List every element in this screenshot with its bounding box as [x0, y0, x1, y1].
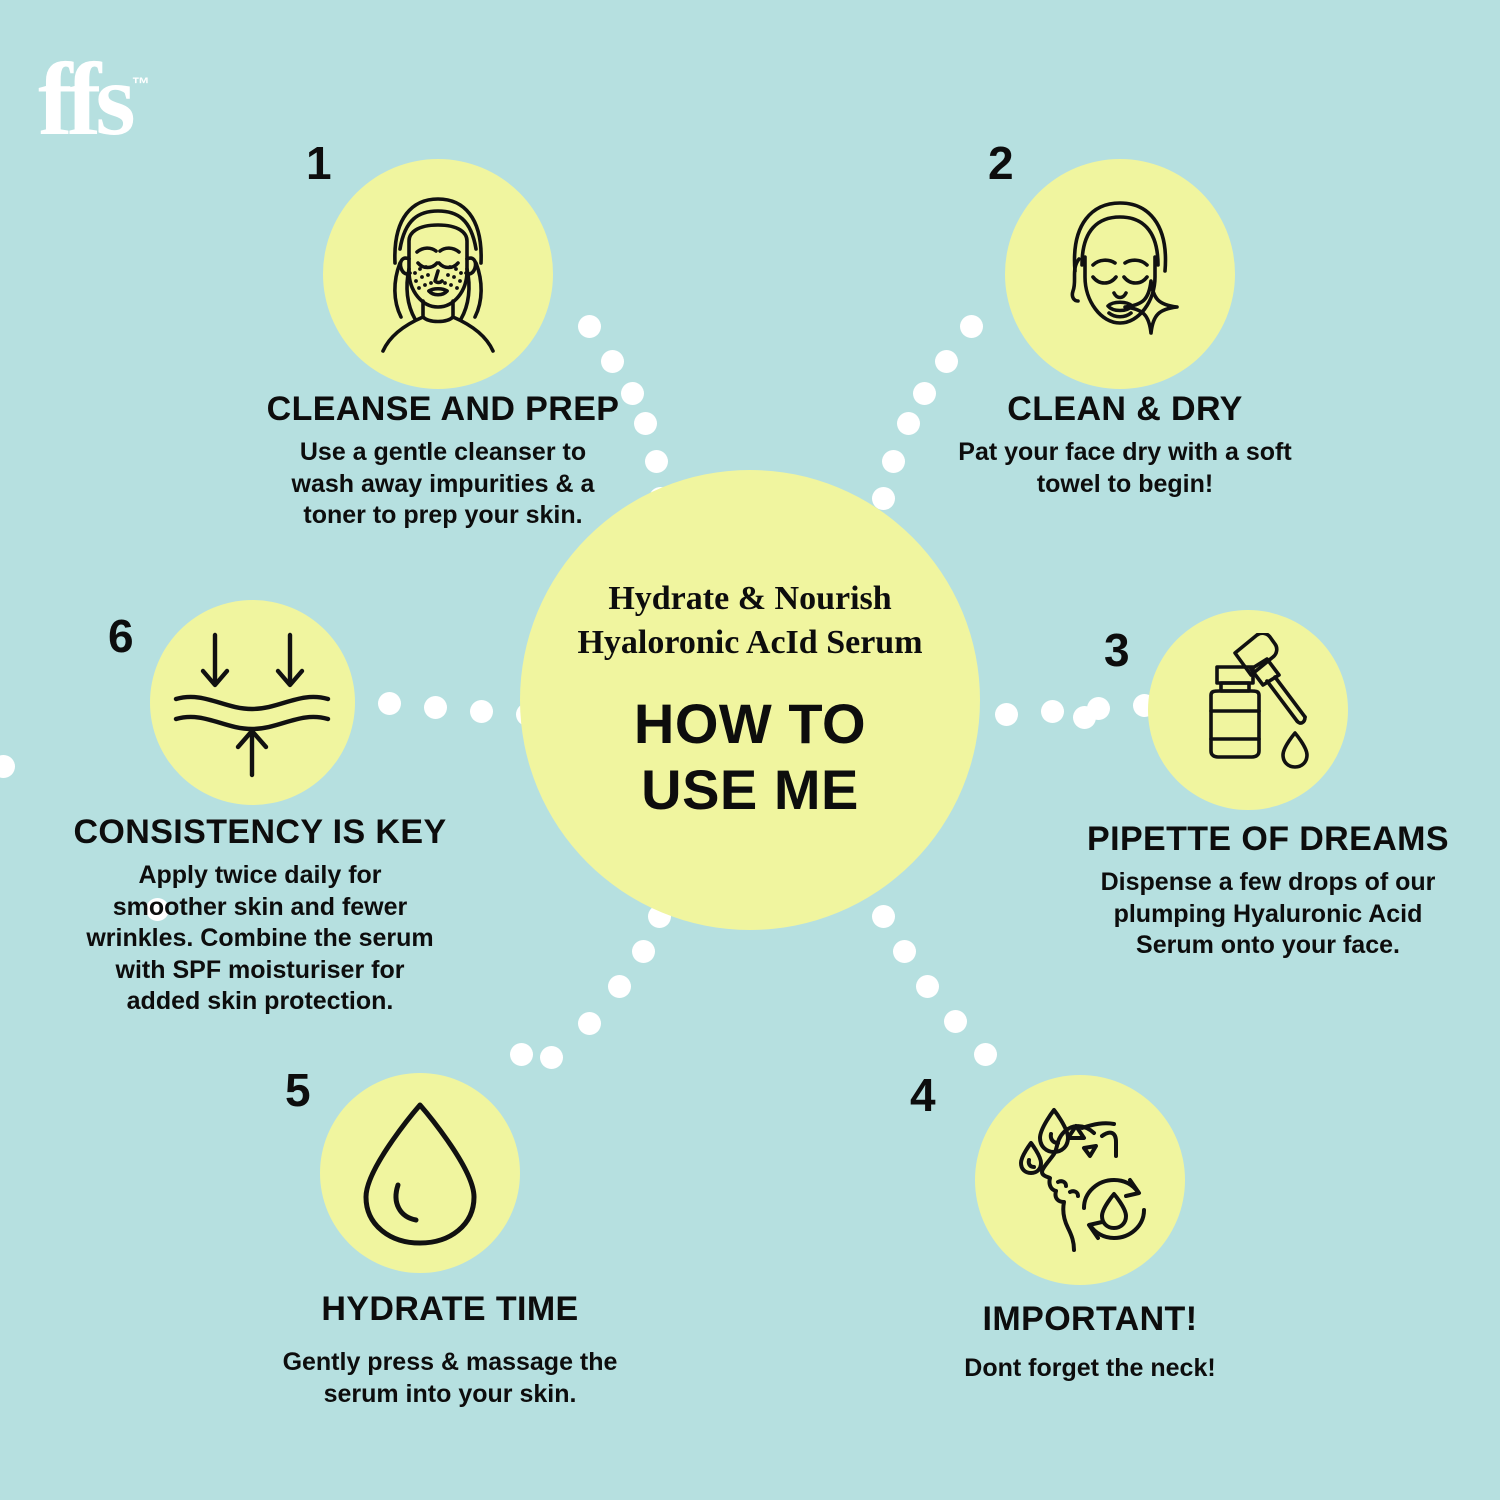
connector-dot — [872, 487, 895, 510]
connector-dot — [893, 940, 916, 963]
step-3-body: Dispense a few drops of our plumping Hya… — [1100, 868, 1436, 959]
hub-title: HOW TO USE ME — [634, 691, 866, 823]
connector-dot — [645, 450, 668, 473]
connector-dot — [608, 975, 631, 998]
connector-dot — [470, 700, 493, 723]
connector-dot — [0, 755, 15, 778]
serum-dropper-icon — [1208, 632, 1309, 769]
hub-title-line2: USE ME — [641, 758, 859, 822]
step-2-icon-circle — [1005, 159, 1235, 389]
cheek-dots — [413, 265, 463, 290]
water-drop-icon — [363, 1102, 477, 1246]
step-1-heading: CLEANSE AND PREP — [266, 390, 620, 428]
step-3-number: 3 — [1104, 624, 1130, 676]
sparkle-icon — [1123, 279, 1179, 335]
connector-dot — [944, 1010, 967, 1033]
connector-dot — [1041, 700, 1064, 723]
connector-dot — [974, 1043, 997, 1066]
face-sparkle-icon — [1070, 201, 1179, 335]
step-6-heading: CONSISTENCY IS KEY — [73, 813, 447, 851]
hub-subtitle-line2: Hyaloronic AcId Serum — [577, 623, 923, 661]
connector-dot — [632, 940, 655, 963]
connector-dot — [424, 696, 447, 719]
brand-logo-text: ffs — [38, 42, 136, 157]
connector-dot — [510, 1043, 533, 1066]
trademark-symbol: ™ — [131, 74, 150, 94]
step-5-icon-circle — [320, 1073, 520, 1273]
step-4-icon-circle — [975, 1075, 1185, 1285]
connector-dot — [601, 350, 624, 373]
step-1-number: 1 — [306, 137, 332, 189]
face-cleanse-icon — [381, 197, 495, 353]
connector-dot — [621, 382, 644, 405]
step-1-body: Use a gentle cleanser to wash away impur… — [291, 438, 595, 529]
skin-layers-arrows-icon — [173, 632, 331, 777]
step-3-icon-circle — [1148, 610, 1348, 810]
connector-dot — [872, 905, 895, 928]
step-2-number: 2 — [988, 137, 1014, 189]
connector-dot — [578, 1012, 601, 1035]
connector-dot — [913, 382, 936, 405]
accent-dot — [146, 898, 169, 921]
connector-dot — [578, 315, 601, 338]
face-profile-hydration-icon — [1018, 1107, 1146, 1252]
step-4-body: Dont forget the neck! — [964, 1354, 1216, 1382]
connector-dot — [540, 1046, 563, 1069]
step-6-number: 6 — [108, 610, 134, 662]
step-4-number: 4 — [910, 1069, 936, 1121]
step-5-heading: HYDRATE TIME — [321, 1290, 579, 1328]
connector-dot — [995, 703, 1018, 726]
step-5-number: 5 — [285, 1064, 311, 1116]
step-6-icon-circle — [150, 600, 355, 805]
step-2-heading: CLEAN & DRY — [1007, 390, 1243, 428]
connector-dot — [916, 975, 939, 998]
step-6-body: Apply twice daily for smoother skin and … — [86, 861, 434, 1015]
step-5-body: Gently press & massage the serum into yo… — [282, 1348, 618, 1408]
center-hub: Hydrate & Nourish Hyaloronic AcId Serum … — [520, 470, 980, 930]
connector-dot — [897, 412, 920, 435]
hub-title-line1: HOW TO — [633, 692, 867, 756]
accent-dot — [1073, 706, 1096, 729]
connector-dot — [634, 412, 657, 435]
hub-subtitle-line1: Hydrate & Nourish — [608, 579, 892, 617]
hub-subtitle: Hydrate & Nourish Hyaloronic AcId Serum — [577, 577, 922, 665]
step-1-icon-circle — [323, 159, 553, 389]
connector-dot — [960, 315, 983, 338]
connector-dot — [935, 350, 958, 373]
step-4-heading: IMPORTANT! — [982, 1300, 1198, 1338]
connector-dot — [882, 450, 905, 473]
connector-dot — [378, 692, 401, 715]
step-3-heading: PIPETTE OF DREAMS — [1087, 820, 1449, 858]
step-2-body: Pat your face dry with a soft towel to b… — [958, 438, 1292, 498]
